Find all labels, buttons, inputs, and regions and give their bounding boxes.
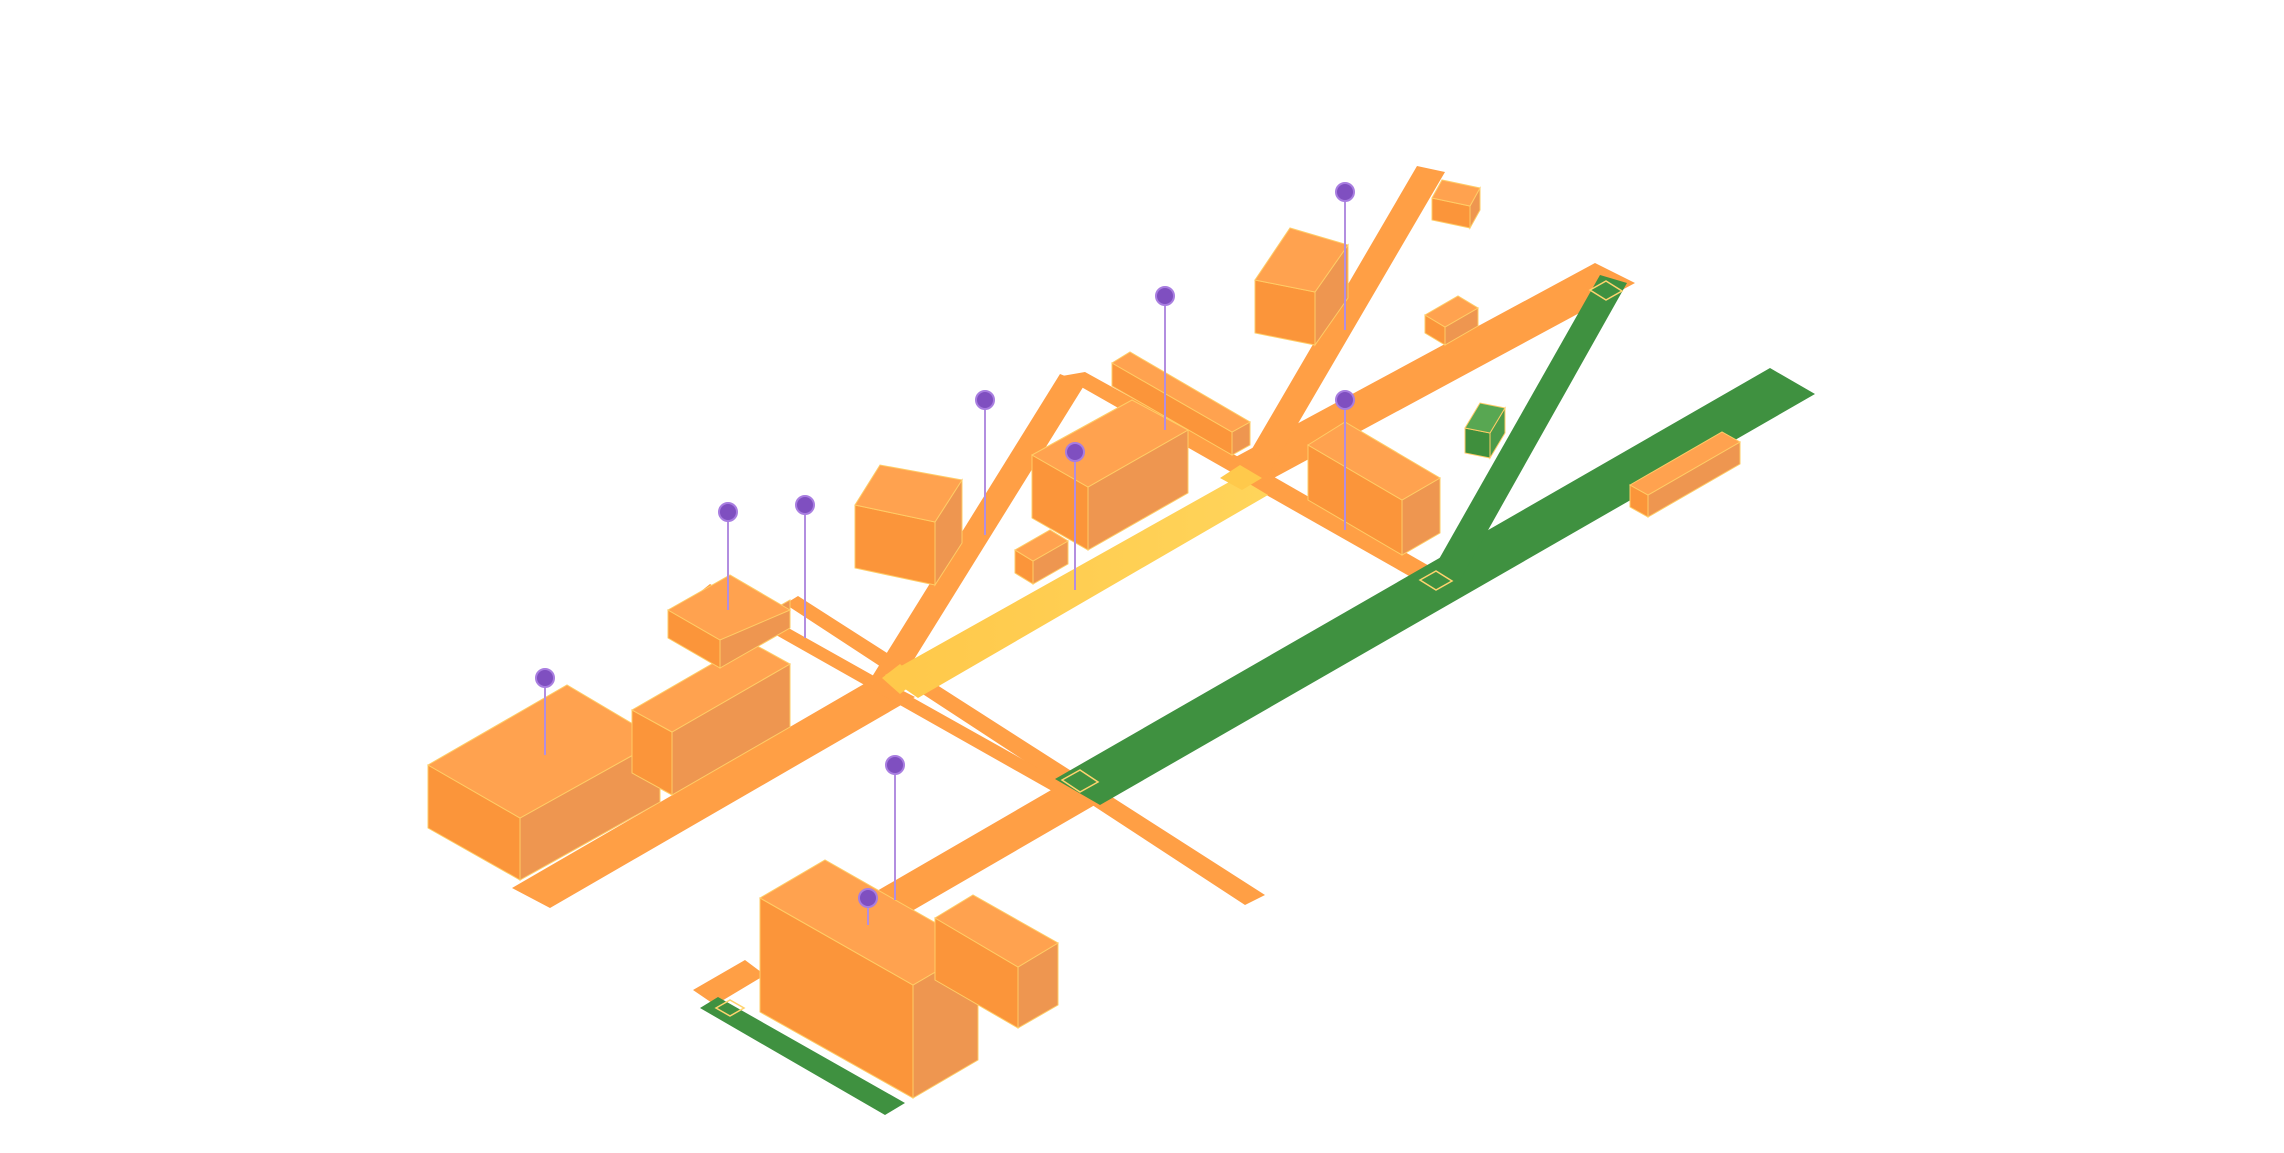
building-east-center[interactable]: [1307, 421, 1441, 556]
building-east-cube[interactable]: [1424, 295, 1479, 346]
map-pin[interactable]: [885, 755, 905, 900]
road-highlighted[interactable]: [885, 477, 1268, 698]
map-pin[interactable]: [795, 495, 815, 638]
intersection-outline: [714, 999, 746, 1017]
park-strip-east[interactable]: [1055, 368, 1815, 805]
road-main-west[interactable]: [512, 677, 915, 908]
road-narrow-west[interactable]: [700, 584, 1088, 804]
building-long-slim[interactable]: [1111, 351, 1252, 456]
intersection-outline: [1418, 570, 1454, 591]
location-pins: [535, 182, 1355, 925]
road-highlighted-end: [1220, 465, 1262, 490]
map-pin[interactable]: [718, 502, 738, 610]
road-north-diagonal[interactable]: [1235, 166, 1445, 480]
map-pin[interactable]: [858, 888, 878, 925]
building-northwest-box[interactable]: [854, 464, 963, 587]
intersection-outline: [1588, 280, 1624, 301]
map-pin[interactable]: [535, 668, 555, 755]
building-far-east[interactable]: [1628, 431, 1742, 518]
road-south-stub[interactable]: [693, 960, 765, 1005]
building-green-small[interactable]: [1464, 402, 1506, 460]
map-pin[interactable]: [1065, 442, 1085, 590]
road-center-southeast[interactable]: [1240, 470, 1445, 585]
building-center-small[interactable]: [1014, 529, 1069, 585]
road-east-avenue[interactable]: [1230, 263, 1635, 480]
intersection-outline: [1060, 769, 1100, 793]
building-south-east[interactable]: [934, 894, 1059, 1029]
road-south-middle[interactable]: [870, 782, 1100, 915]
map-pin[interactable]: [1155, 286, 1175, 430]
road-diagonal-north[interactable]: [870, 374, 1085, 690]
park-strip-north-diagonal[interactable]: [1430, 275, 1627, 580]
building-north-box[interactable]: [1254, 227, 1349, 347]
road-network: [512, 166, 1815, 1115]
road-highlighted-marker: [882, 664, 918, 694]
building-west-2[interactable]: [630, 641, 792, 796]
building-northeast-tiny[interactable]: [1431, 179, 1481, 230]
map-pin[interactable]: [1335, 182, 1355, 330]
map-pin[interactable]: [1335, 390, 1355, 530]
park-strip-south[interactable]: [700, 997, 905, 1115]
buildings: [426, 179, 1742, 1099]
map-pin[interactable]: [975, 390, 995, 535]
